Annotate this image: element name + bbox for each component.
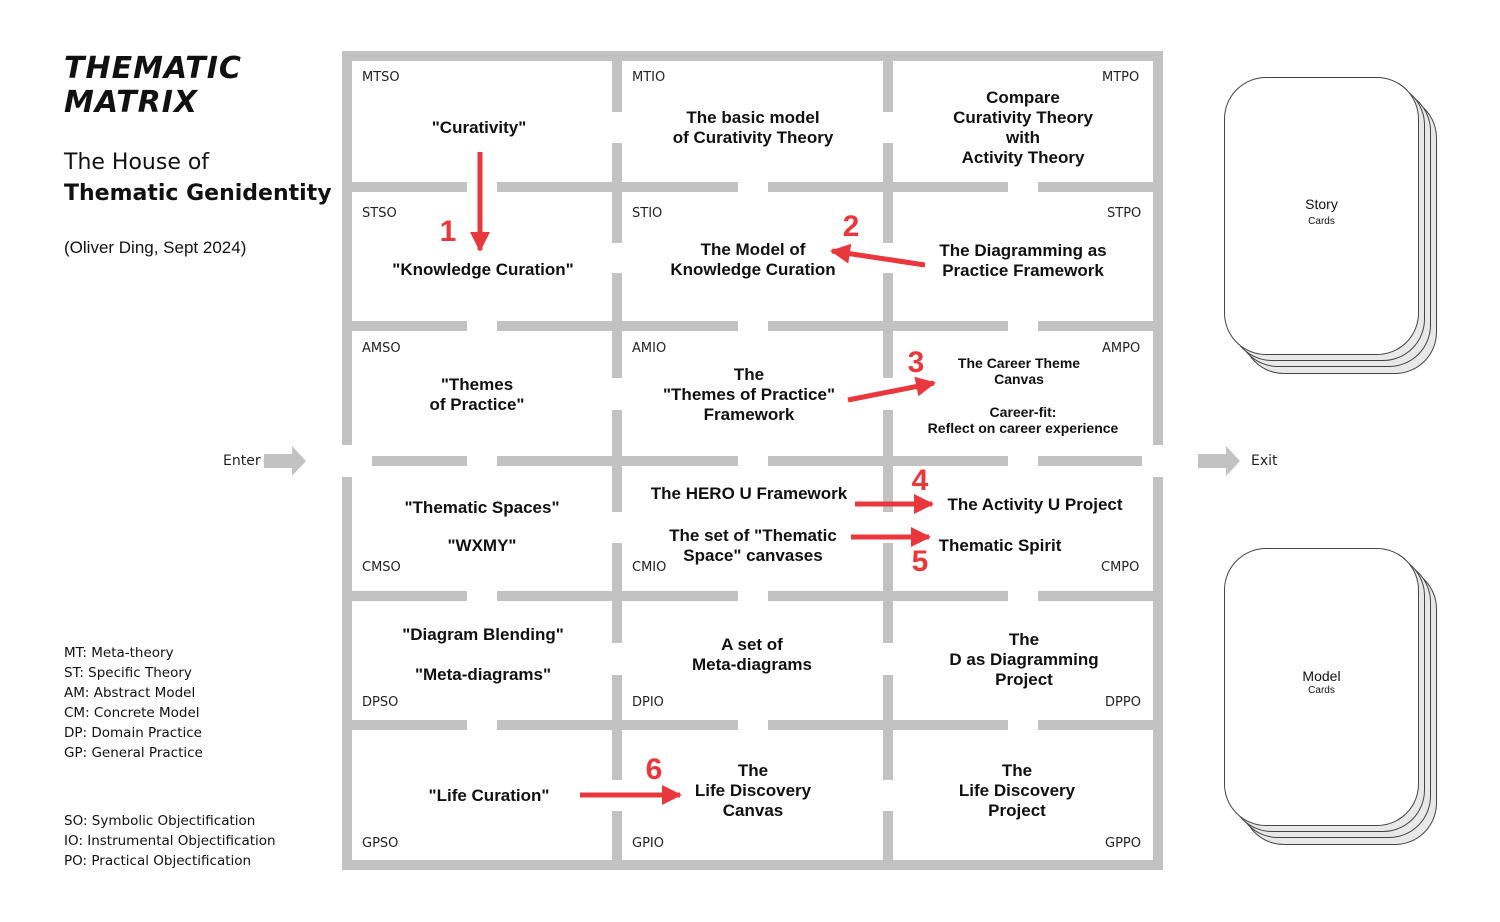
wall-segment — [612, 61, 622, 112]
cell-code: MTPO — [1102, 70, 1140, 85]
step-number: 2 — [842, 210, 860, 243]
cell-text-cmso-2: "WXMY" — [447, 536, 517, 555]
cell-text-amio: The "Themes of Practice" Framework — [662, 365, 836, 424]
card-title: Story — [1305, 196, 1338, 212]
wall-segment — [612, 273, 622, 378]
cell-text-mtpo: Compare Curativity Theory with Activity … — [953, 88, 1093, 167]
cell-code: STPO — [1107, 206, 1142, 221]
wall-segment — [883, 273, 893, 378]
cell-text-cmpo-2: Thematic Spirit — [938, 536, 1062, 555]
wall-segment — [883, 543, 893, 643]
cell-code: MTSO — [362, 70, 400, 85]
legend-item: CM: Concrete Model — [64, 705, 200, 721]
wall-segment — [1038, 456, 1142, 466]
cell-text-ampo: The Career Theme Canvas — [957, 355, 1081, 387]
step-number: 4 — [911, 464, 929, 497]
cell-code: GPPO — [1105, 836, 1141, 851]
cell-code: DPIO — [632, 695, 664, 710]
cell-text-mtio: The basic model of Curativity Theory — [672, 108, 834, 147]
legend-item: SO: Symbolic Objectification — [64, 813, 256, 829]
author: (Oliver Ding, Sept 2024) — [64, 238, 247, 257]
cell-text-stio: The Model of Knowledge Curation — [670, 240, 836, 279]
cell-text-mtso: "Curativity" — [431, 118, 527, 137]
legend-item: GP: General Practice — [64, 745, 203, 761]
cell-text-dppo: The D as Diagramming Project — [949, 630, 1099, 689]
cell-code: AMIO — [632, 341, 667, 356]
enter-label: Enter — [223, 453, 261, 469]
wall-segment — [883, 410, 893, 512]
wall-segment — [612, 143, 622, 243]
cell-code: AMPO — [1102, 341, 1141, 356]
wall-segment — [352, 720, 467, 730]
legend-levels: MT: Meta-theory ST: Specific Theory AM: … — [64, 643, 203, 763]
step-number: 5 — [911, 545, 929, 578]
wall-segment — [612, 811, 622, 860]
wall-segment — [612, 410, 622, 512]
step-number: 1 — [439, 215, 457, 248]
cell-text-dpso: "Diagram Blending" — [402, 625, 564, 644]
wall-segment — [372, 456, 467, 466]
wall-segment — [1038, 591, 1153, 601]
exit-label: Exit — [1251, 453, 1278, 469]
cell-code: STSO — [362, 206, 397, 221]
legend-item: ST: Specific Theory — [64, 665, 192, 681]
legend-item: MT: Meta-theory — [64, 645, 174, 661]
step-number: 3 — [907, 346, 925, 379]
cell-text-amso: "Themes of Practice" — [429, 375, 525, 414]
legend-item: PO: Practical Objectification — [64, 853, 252, 869]
wall-segment — [352, 321, 467, 331]
cell-text-dpio: A set of Meta-diagrams — [692, 635, 812, 674]
wall-segment — [883, 61, 893, 112]
cell-text-cmpo: The Activity U Project — [947, 495, 1123, 514]
subtitle-line1: The House of — [64, 150, 210, 175]
cell-code: DPPO — [1105, 695, 1141, 710]
step-number: 6 — [645, 753, 663, 786]
card-title: Model — [1302, 668, 1341, 684]
step-2-arrow — [830, 243, 926, 268]
wall-segment — [883, 143, 893, 243]
cell-code: CMSO — [362, 560, 401, 575]
cell-text-dpso-2: "Meta-diagrams" — [414, 665, 552, 684]
cell-code: CMIO — [632, 560, 667, 575]
wall-segment — [352, 182, 467, 192]
card-subtitle: Cards — [1308, 216, 1335, 227]
legend-item: DP: Domain Practice — [64, 725, 202, 741]
cell-text-ampo-2: Career-fit: Reflect on career experience — [927, 404, 1119, 436]
legend-item: AM: Abstract Model — [64, 685, 196, 701]
wall-segment — [612, 543, 622, 643]
exit-arrow-icon — [1198, 446, 1240, 476]
cell-code: STIO — [632, 206, 663, 221]
cell-code: CMPO — [1101, 560, 1140, 575]
cell-text-cmio: The HERO U Framework — [650, 484, 848, 503]
cell-code: GPIO — [632, 836, 664, 851]
cell-text-gppo: The Life Discovery Project — [958, 761, 1076, 820]
step-3-arrow — [847, 376, 936, 403]
cell-text-stso: "Knowledge Curation" — [392, 260, 574, 279]
wall-segment — [883, 811, 893, 860]
wall-segment — [352, 591, 467, 601]
cell-text-gpso: "Life Curation" — [428, 786, 550, 805]
enter-arrow-icon — [264, 446, 306, 476]
wall-segment — [883, 675, 893, 780]
legend-item: IO: Instrumental Objectification — [64, 833, 276, 849]
card-subtitle: Cards — [1308, 685, 1335, 696]
cell-code: DPSO — [362, 695, 399, 710]
wall-segment — [1038, 182, 1153, 192]
cell-text-cmio-2: The set of "Thematic Space" canvases — [669, 526, 837, 565]
wall-segment — [1038, 321, 1153, 331]
subtitle-line2: Thematic Genidentity — [64, 181, 332, 206]
logo: THEMATIC MATRIX — [64, 51, 242, 120]
cell-text-stpo: The Diagramming as Practice Framework — [939, 241, 1107, 280]
cell-code: AMSO — [362, 341, 401, 356]
cell-code: MTIO — [632, 70, 666, 85]
wall-segment — [1038, 720, 1153, 730]
cell-text-gpio: The Life Discovery Canvas — [694, 761, 812, 820]
cell-code: GPSO — [362, 836, 399, 851]
wall-segment — [612, 675, 622, 780]
cell-text-cmso: "Thematic Spaces" — [404, 498, 560, 517]
legend-types: SO: Symbolic Objectification IO: Instrum… — [64, 811, 276, 871]
